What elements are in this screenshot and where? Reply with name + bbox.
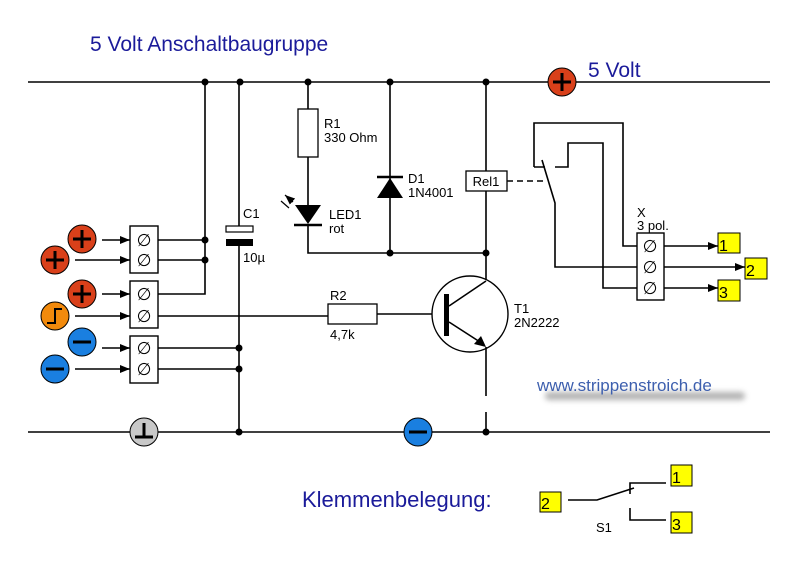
svg-text:∅: ∅ [137,251,152,270]
svg-text:∅: ∅ [137,307,152,326]
legend-pin-3: 3 [672,517,681,534]
r2-name: R2 [330,288,347,303]
rail-label: 5 Volt [588,59,641,82]
capacitor-c1 [225,225,254,246]
output-label-3: 3 [719,285,728,302]
diagram-title: 5 Volt Anschaltbaugruppe [90,33,328,56]
minus-input-icon [40,354,70,384]
rel1-name: Rel1 [473,174,500,189]
watermark: www.strippenstroich.de [536,376,712,395]
d1-value: 1N4001 [408,185,454,200]
output-terminal-x [636,232,665,301]
t1-value: 2N2222 [514,315,560,330]
plus-bus-wire [158,82,206,295]
input-terminal-blocks: ∅∅ ∅∅ ∅∅ [129,225,159,384]
r1-value: 330 Ohm [324,130,377,145]
legend-pin-box-1 [670,464,693,487]
svg-text:∅: ∅ [137,339,152,358]
output-label-box-1 [717,232,741,254]
signal-step-icon [40,301,70,331]
plus-input-icon [67,279,97,309]
output-terminal-screws: ∅ ∅ ∅ [643,237,658,298]
t1-name: T1 [514,301,529,316]
svg-text:∅: ∅ [643,258,658,277]
minus-rail-icon [403,417,433,447]
c1-value: 10µ [243,250,265,265]
output-label-box-3 [717,279,741,302]
minus-input-icon [67,327,97,357]
diode-d1 [377,175,403,198]
svg-text:∅: ∅ [643,279,658,298]
signal-wire [158,313,446,317]
svg-text:∅: ∅ [137,231,152,250]
led1-value: rot [329,221,345,236]
c1-wire [158,82,240,432]
led1-name: LED1 [329,207,362,222]
c1-name: C1 [243,206,260,221]
switch-s1 [568,482,666,521]
output-arrows [664,242,745,292]
plus-rail-icon [547,67,577,97]
contact-no-wire [534,142,637,289]
resistor-r2 [327,303,378,325]
transistor-t1 [431,275,509,432]
upper-wires [307,82,487,280]
plus-input-icon [40,245,70,275]
plus-input-icon [67,224,97,254]
legend-pin-box-2 [539,491,562,513]
led1 [281,195,322,227]
resistor-r1 [297,108,319,158]
svg-text:∅: ∅ [137,360,152,379]
input-arrows [75,236,130,373]
x-name: X [637,205,646,220]
contact-nc-wire [533,122,637,247]
legend-title: Klemmenbelegung: [302,487,492,512]
legend-pin-2: 2 [541,496,550,513]
x-value: 3 pol. [637,218,669,233]
legend-pin-1: 1 [672,470,681,487]
svg-text:∅: ∅ [137,285,152,304]
switch-s1-label: S1 [596,520,612,535]
ground-icon [129,417,159,447]
legend-pin-box-3 [670,511,693,534]
output-label-1: 1 [719,238,728,255]
contact-common-wire [541,159,637,268]
output-label-2: 2 [746,263,755,280]
output-label-box-2 [744,257,768,280]
d1-name: D1 [408,171,425,186]
svg-text:∅: ∅ [643,237,658,256]
watermark-shadow [545,392,745,400]
r2-value: 4,7k [330,327,355,342]
r1-name: R1 [324,116,341,131]
